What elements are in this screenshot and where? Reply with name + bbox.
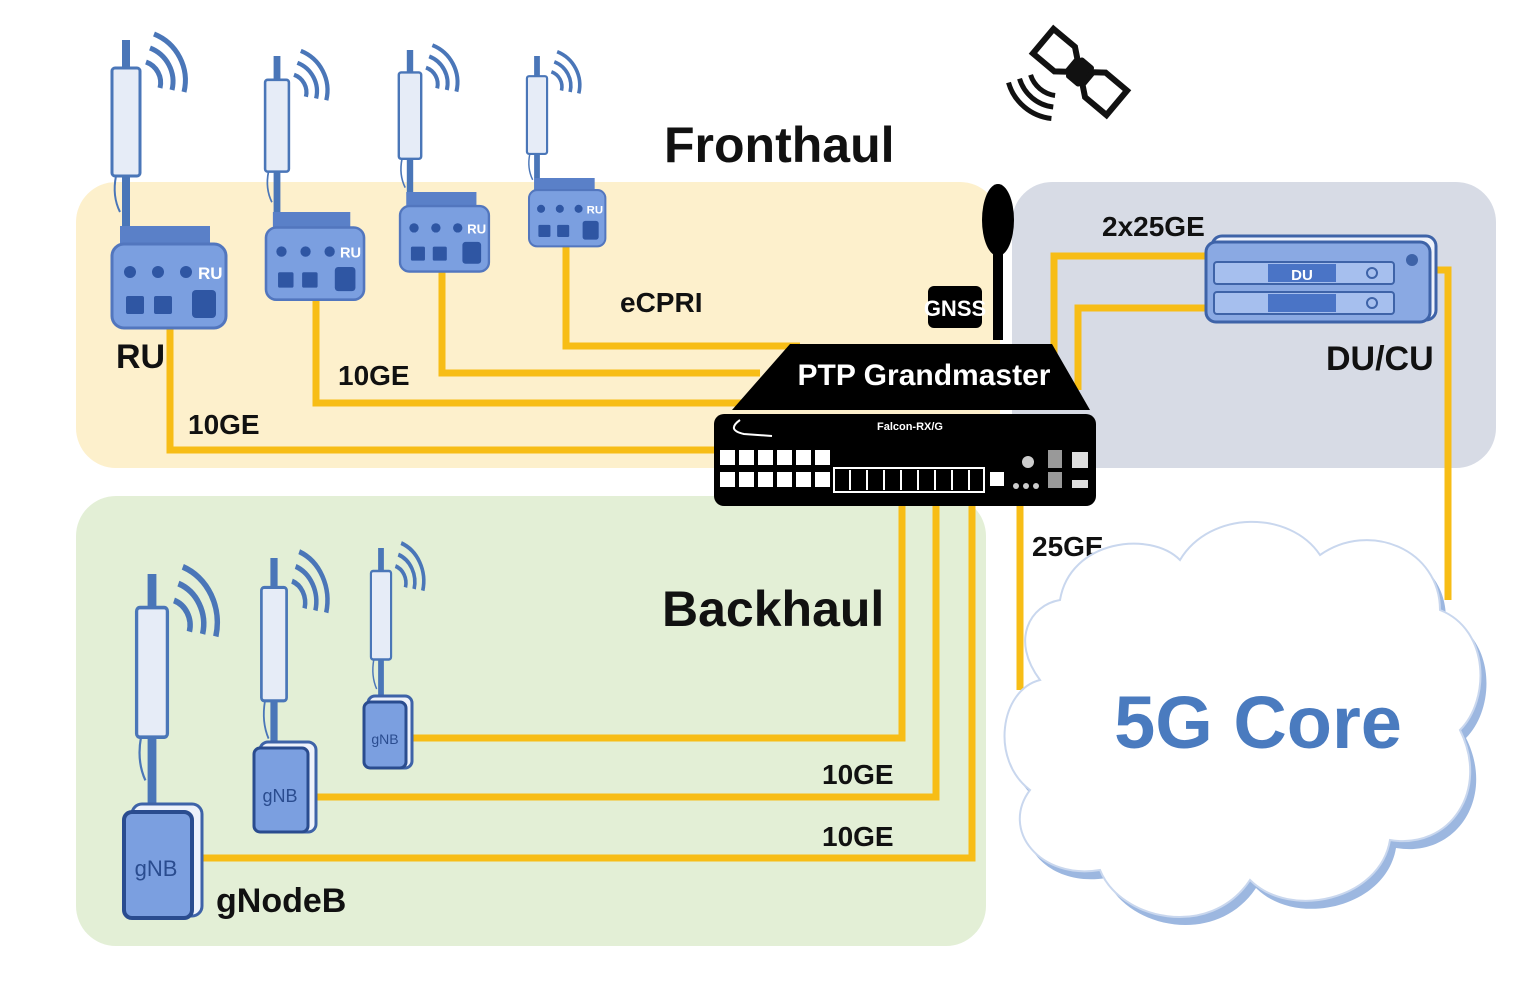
gnb-badge: gNB	[262, 786, 297, 806]
link-label-gnb2: 10GE	[822, 759, 894, 790]
link-label-ecpri: eCPRI	[620, 287, 702, 318]
backhaul-title: Backhaul	[662, 581, 884, 637]
gnb-badge: gNB	[135, 856, 178, 881]
ru-badge: RU	[198, 264, 223, 283]
link-gnb3	[410, 505, 906, 742]
ru-device[interactable]: RU	[110, 226, 228, 330]
du-cu-label: DU/CU	[1326, 340, 1434, 378]
link-ru1	[166, 326, 760, 454]
link-label-ru1: 10GE	[188, 409, 260, 440]
ru-device[interactable]: RU	[264, 212, 366, 302]
backhaul-zone	[76, 496, 986, 946]
link-ru4	[562, 246, 800, 350]
vendor-logo-icon	[733, 419, 773, 437]
grandmaster-title: PTP Grandmaster	[798, 359, 1051, 392]
link-label-gnb1: 10GE	[822, 821, 894, 852]
link-gnb1	[200, 505, 976, 862]
gnss-badge: GNSS	[924, 286, 986, 328]
ru-label: RU	[116, 338, 165, 376]
ru-badge: RU	[587, 205, 603, 217]
link-label-ru2: 10GE	[338, 360, 410, 391]
gnodeb-label: gNodeB	[216, 882, 346, 920]
gnb-badge: gNB	[371, 731, 398, 747]
svg-text:GNSS: GNSS	[924, 296, 986, 321]
ptp-grandmaster-device[interactable]: PTP Grandmaster Falcon-RX/G	[714, 344, 1096, 506]
grandmaster-model: Falcon-RX/G	[877, 421, 943, 433]
gnb-device[interactable]: gNB	[122, 802, 204, 920]
link-label-du: 2x25GE	[1102, 211, 1205, 242]
gnss-antenna-icon	[982, 184, 1014, 340]
ru-device[interactable]: RU	[398, 192, 491, 273]
core-label: 5G Core	[1114, 681, 1402, 764]
gnb-device[interactable]: gNB	[252, 740, 318, 834]
ru-device[interactable]: RU	[527, 178, 607, 248]
link-ru2	[312, 295, 760, 407]
link-ru3	[438, 268, 760, 377]
port-block	[720, 450, 830, 487]
du-badge: DU	[1291, 267, 1313, 284]
ru-badge: RU	[340, 246, 361, 262]
link-du-core	[1436, 266, 1452, 600]
du-cu-device[interactable]: DU	[1204, 234, 1438, 324]
link-du-b	[1074, 304, 1210, 390]
ru-badge: RU	[467, 221, 486, 236]
5g-core-cloud[interactable]: 5G Core	[1003, 520, 1487, 926]
satellite-icon	[1006, 24, 1132, 121]
sfp-port-row	[833, 467, 985, 493]
gnb-device[interactable]: gNB	[362, 694, 414, 770]
fronthaul-title: Fronthaul	[664, 117, 895, 173]
link-gnb2	[312, 505, 940, 801]
